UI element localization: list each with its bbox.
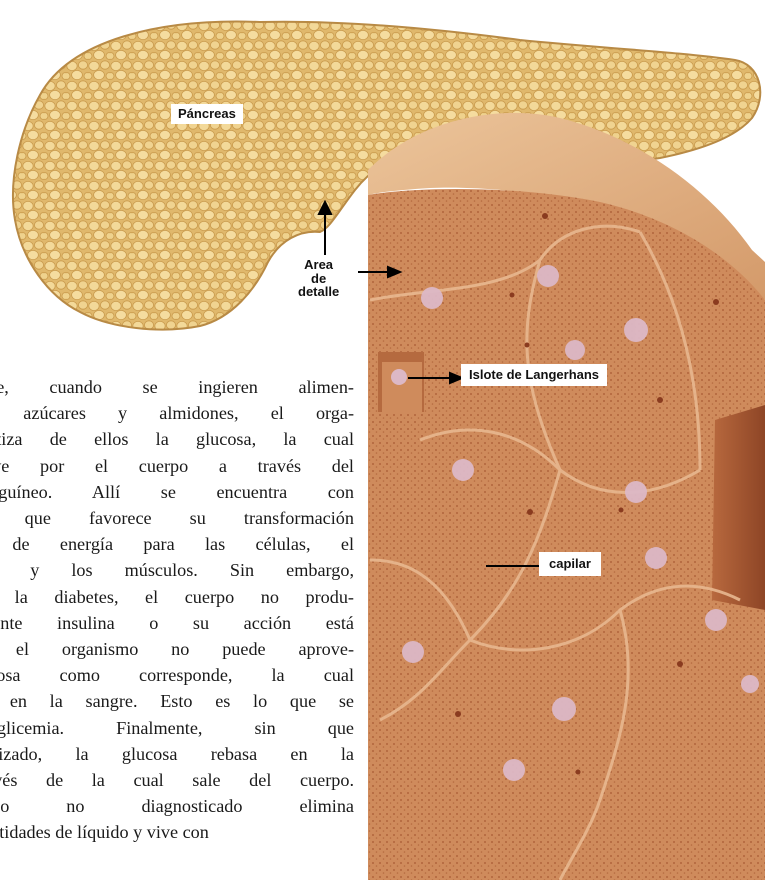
body-text-line: perglicemia. Finalmente, sin que bbox=[0, 715, 354, 741]
detail-area-label-line-1: Area bbox=[298, 258, 339, 272]
body-text-line: aso y los músculos. Sin embargo, bbox=[0, 557, 354, 583]
body-text-line: lucosa como corresponde, la cual bbox=[0, 662, 354, 688]
detail-area-label-line-2: de bbox=[298, 272, 339, 286]
islet-of-langerhans-label: Islote de Langerhans bbox=[461, 364, 607, 386]
body-text-line: iciente insulina o su acción está bbox=[0, 610, 354, 636]
body-text-line: través de la cual sale del cuerpo. bbox=[0, 767, 354, 793]
detail-area-label-line-3: detalle bbox=[298, 285, 339, 299]
body-text-line: e de energía para las células, el bbox=[0, 531, 354, 557]
body-text-line: utilizado, la glucosa rebasa en la bbox=[0, 741, 354, 767]
body-text-line: en azúcares y almidones, el orga- bbox=[0, 400, 354, 426]
body-text-line: buye por el cuerpo a través del bbox=[0, 453, 354, 479]
capillary-label: capilar bbox=[539, 552, 601, 576]
islet-cutout-face bbox=[382, 362, 422, 412]
detail-area-label: Area de detalle bbox=[298, 258, 339, 299]
body-text-line: ente, cuando se ingieren alimen- bbox=[0, 374, 354, 400]
body-text-line: sanguíneo. Allí se encuentra con bbox=[0, 479, 354, 505]
pancreas-label: Páncreas bbox=[171, 104, 243, 124]
body-text-line: y el organismo no puede aprove- bbox=[0, 636, 354, 662]
body-text-line: er la diabetes, el cuerpo no produ- bbox=[0, 584, 354, 610]
islet-highlight bbox=[391, 369, 407, 385]
body-text-line: ético no diagnosticado elimina bbox=[0, 793, 354, 819]
body-text-line: ntetiza de ellos la glucosa, la cual bbox=[0, 426, 354, 452]
tissue-side-block bbox=[712, 405, 765, 610]
body-text-line: la en la sangre. Esto es lo que se bbox=[0, 688, 354, 714]
body-text-line: cantidades de líquido y vive con bbox=[0, 819, 354, 845]
body-text: ente, cuando se ingieren alimen- en azúc… bbox=[0, 374, 354, 846]
body-text-line: a, que favorece su transformación bbox=[0, 505, 354, 531]
